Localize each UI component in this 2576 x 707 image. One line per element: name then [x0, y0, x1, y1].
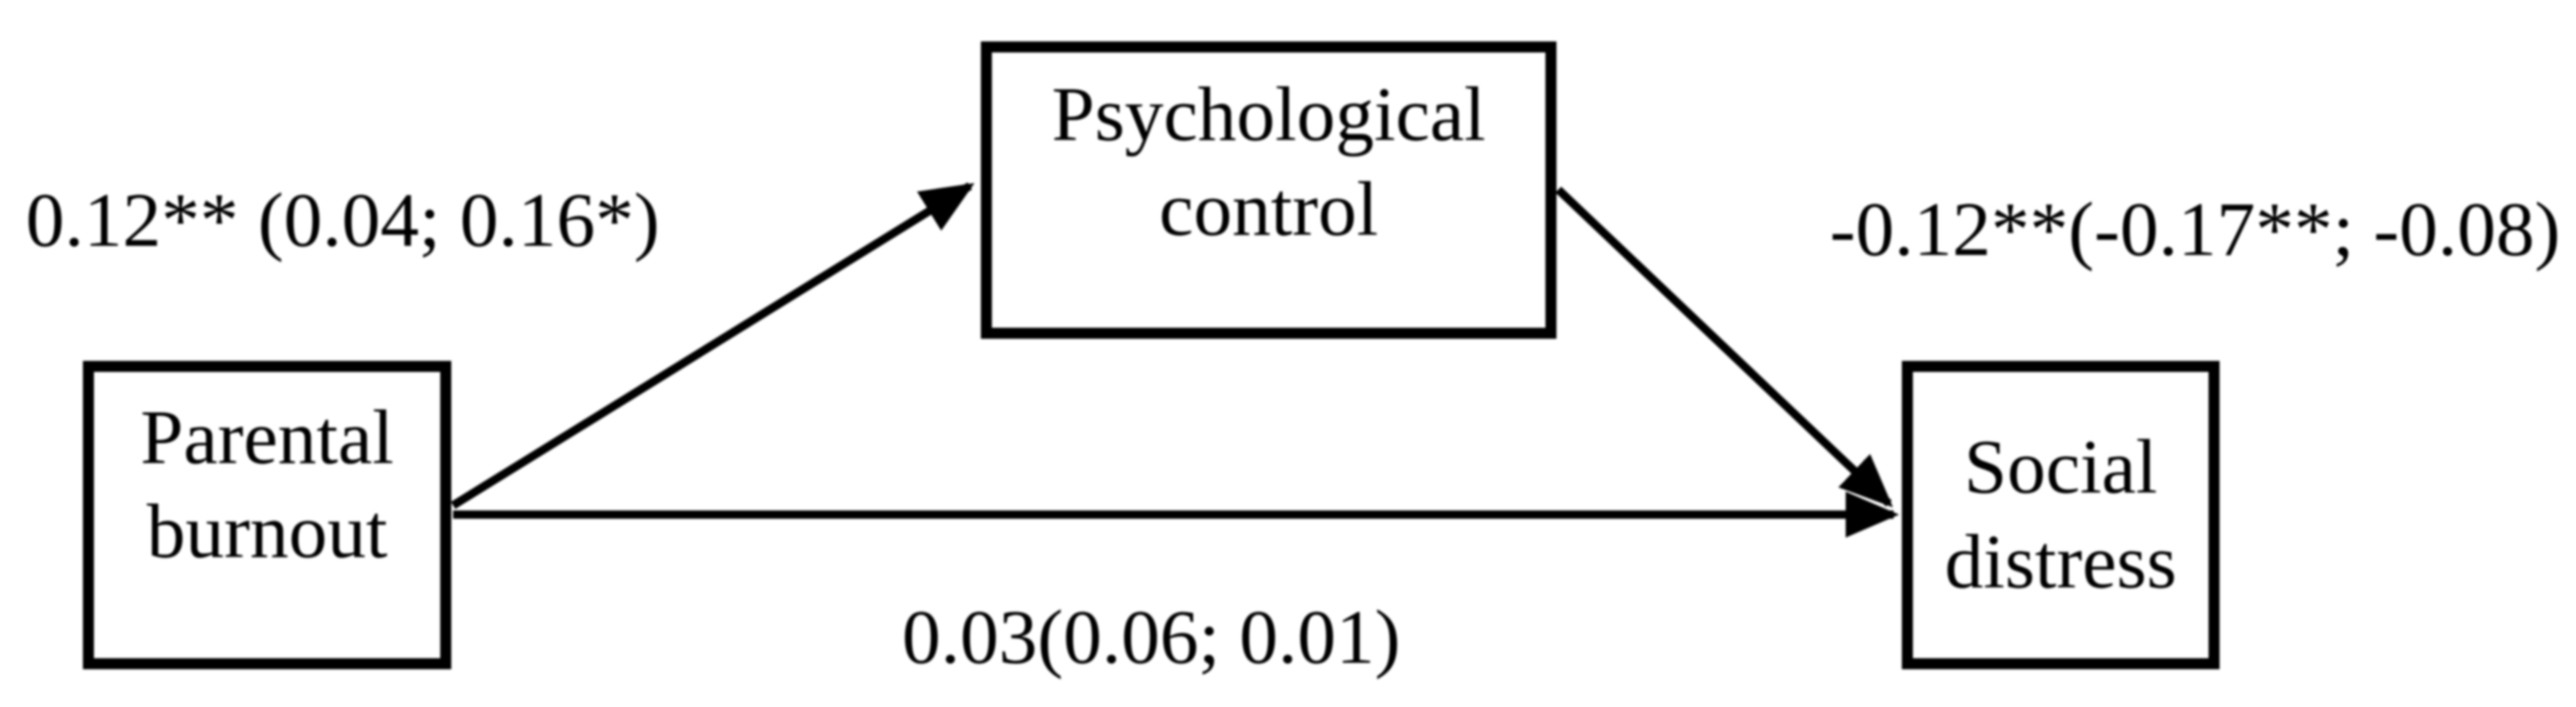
node-psychological-control-line1: Psychological [1051, 72, 1486, 158]
path-coefficient-mediator-to-outcome: -0.12**(-0.17**; -0.08) [1829, 187, 2560, 272]
path-coefficient-predictor-to-outcome: 0.03(0.06; 0.01) [902, 595, 1401, 680]
node-social-distress-line2: distress [1944, 518, 2177, 605]
node-psychological-control: Psychological control [981, 41, 1556, 339]
arrow-predictor-to-mediator [450, 182, 975, 509]
node-parental-burnout-line2: burnout [146, 489, 388, 574]
node-social-distress: Social distress [1902, 361, 2220, 669]
node-psychological-control-line2: control [1159, 166, 1379, 252]
path-coefficient-predictor-to-mediator: 0.12** (0.04; 0.16*) [26, 178, 660, 263]
node-parental-burnout-line1: Parental [140, 394, 394, 481]
node-social-distress-line1: Social [1964, 424, 2158, 511]
node-parental-burnout: Parental burnout [83, 361, 451, 669]
arrow-mediator-to-outcome [1555, 186, 1894, 508]
